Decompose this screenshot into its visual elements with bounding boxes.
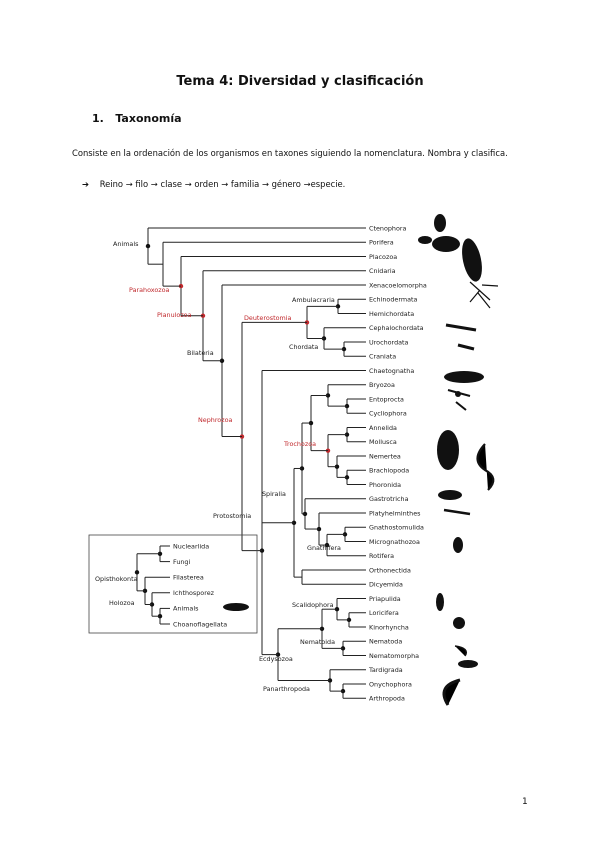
node-label-trochozoa: Trochozoa [283, 440, 316, 448]
rotifera-silhouette [453, 537, 463, 553]
section-heading: 1. Taxonomía [92, 112, 182, 125]
node-label-nematoida: Nematoida [300, 638, 335, 646]
tip-label: Echinodermata [369, 296, 417, 304]
ctenophora-silhouette [434, 214, 446, 232]
tip-label: Craniata [369, 353, 396, 361]
node-label-gnathifera: Gnathifera [307, 544, 341, 552]
porifera-silhouette-2 [418, 236, 432, 244]
intro-paragraph: Consiste en la ordenación de los organis… [72, 148, 508, 158]
node-label-scalidophora: Scalidophora [292, 601, 334, 609]
chaetognatha-silhouette [447, 389, 471, 411]
organism-silhouettes [223, 214, 499, 706]
bullet-item: ➔ Reino → filo → clase → orden → familia… [82, 179, 345, 189]
inset-tip-label: Nuclearlida [173, 542, 209, 550]
tip-label: Urochordata [369, 338, 409, 346]
node-label-spiralia: Spiralia [262, 490, 286, 498]
bullet-text: Reino → filo → clase → orden → familia →… [99, 179, 346, 189]
tip-label: Placozoa [369, 253, 397, 261]
onychophora-silhouette [442, 678, 461, 706]
tip-label: Micrognathozoa [369, 538, 420, 546]
nemertea-silhouette [476, 443, 495, 491]
urochordata-silhouette [457, 343, 475, 351]
tip-label: Arthropoda [369, 695, 405, 703]
priapulida-silhouette [436, 593, 444, 611]
tip-label: Orthonectida [369, 566, 411, 574]
gastrotricha-silhouette [438, 490, 462, 500]
node-label-nephrozoa: Nephrozoa [198, 416, 232, 424]
tip-label: Annelida [369, 424, 397, 432]
platyhelminthes-silhouette [443, 508, 471, 516]
node-dot [145, 243, 151, 249]
animals-inset-silhouette [223, 603, 249, 611]
tip-label: Mollusca [369, 438, 397, 446]
tip-label: Brachiopoda [369, 467, 409, 475]
tip-label: Onychophora [369, 680, 412, 688]
inset-tip-label: Animals [173, 605, 199, 613]
inset-tip-label: Filasterea [173, 574, 204, 582]
tip-label: Bryozoa [369, 381, 395, 389]
inset-tip-labels: NuclearlidaFungiFilastereaIchthosporezAn… [173, 542, 227, 628]
nematoda-silhouette [454, 645, 467, 657]
inset-tip-label: Ichthosporez [173, 589, 215, 597]
node-label-ecdysozoa: Ecdysozoa [259, 655, 293, 663]
inset-box [88, 534, 258, 634]
xenacoelomorpha-silhouette [469, 281, 499, 309]
tip-label: Entoprocta [369, 395, 404, 403]
section-number: 1. [92, 112, 104, 125]
tip-label: Rotifera [369, 552, 394, 560]
node-dot [134, 570, 140, 575]
tip-label: Xenacoelomorpha [369, 281, 427, 289]
tip-label: Cnidaria [369, 267, 396, 275]
inset-tip-label: Choanoflagellata [173, 620, 227, 628]
tardigrada-silhouette [458, 660, 478, 668]
tip-label: Tardigrada [368, 666, 403, 674]
inset-label-opisthokonta: Opisthokonta [95, 575, 138, 583]
inset-branches [134, 545, 170, 625]
tip-label: Phoronida [369, 481, 401, 489]
node-label-parahoxozoa: Parahoxozoa [129, 286, 170, 294]
mollusca-silhouette [437, 430, 459, 470]
inset-tip-label: Fungi [173, 558, 190, 566]
tip-label: Kinorhyncha [369, 623, 409, 631]
tip-label: Cephalochordata [369, 324, 424, 332]
tip-label: Cycliophora [369, 410, 407, 418]
node-label-deuterostomia: Deuterostomia [244, 314, 291, 322]
tip-label: Chaetognatha [369, 367, 414, 375]
tree-branches [145, 227, 366, 699]
tip-label: Nemertea [369, 452, 401, 460]
tip-label: Gnathostomulida [369, 524, 424, 532]
cnidaria-silhouette [462, 238, 482, 282]
node-label-bilateria: Bilateria [187, 349, 214, 357]
node-label-chordata: Chordata [289, 343, 318, 351]
tip-label: Porifera [369, 239, 394, 247]
section-title: Taxonomía [115, 112, 182, 125]
node-label-panarthropoda: Panarthropoda [263, 685, 310, 693]
tree-node-labels: Animals Parahoxozoa Planulozoa Bilateria… [113, 240, 341, 693]
porifera-silhouette [432, 236, 460, 252]
page-number: 1 [522, 797, 528, 807]
kinorhyncha-silhouette [453, 617, 465, 629]
inset-label-holozoa: Holozoa [109, 599, 135, 607]
page-title: Tema 4: Diversidad y clasificación [176, 74, 424, 89]
tip-label: Nematomorpha [369, 652, 419, 660]
arrow-icon: ➔ [82, 179, 90, 189]
node-label-ambulacraria: Ambulacraria [292, 296, 335, 304]
tip-label: Hemichordata [369, 310, 414, 318]
tip-label: Gastrotricha [369, 495, 409, 503]
node-label-protostomia: Protostomia [213, 512, 251, 520]
cephalochordata-silhouette [445, 323, 477, 332]
craniata-silhouette [444, 371, 484, 383]
tip-label: Priapulida [369, 595, 401, 603]
tip-label: Ctenophora [369, 224, 407, 232]
tip-label: Loricifera [369, 609, 399, 617]
node-label-animals: Animals [113, 240, 139, 248]
tree-tip-labels: CtenophoraPoriferaPlacozoaCnidariaXenaco… [368, 224, 427, 702]
node-label-planulozoa: Planulozoa [157, 311, 192, 319]
tip-label: Dicyemida [369, 581, 403, 589]
tip-label: Platyhelminthes [369, 509, 421, 517]
tip-label: Nematoda [369, 638, 402, 646]
